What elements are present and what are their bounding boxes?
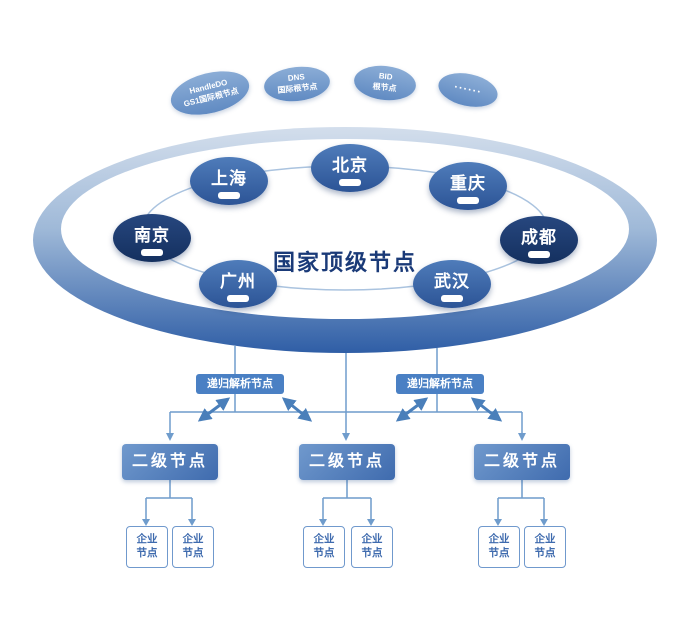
enterprise-node-3: 企业 节点	[303, 526, 345, 568]
city-label: 南京	[134, 225, 170, 245]
recursive-node-left: 递归解析节点	[196, 374, 284, 394]
city-label: 北京	[332, 155, 368, 175]
connector-arrowheads	[166, 433, 526, 441]
server-badge-icon	[339, 178, 361, 186]
server-badge-icon	[528, 250, 550, 258]
enterprise-node-6: 企业 节点	[524, 526, 566, 568]
city-label: 武汉	[434, 271, 470, 291]
server-badge-icon	[441, 294, 463, 302]
enterprise-node-5: 企业 节点	[478, 526, 520, 568]
city-node-shanghai: 上海	[190, 157, 268, 205]
server-badge-icon	[227, 294, 249, 302]
city-label: 上海	[211, 168, 247, 188]
city-node-nanjing: 南京	[113, 214, 191, 262]
city-node-chongqing: 重庆	[429, 162, 507, 210]
city-node-chengdu: 成都	[500, 216, 578, 264]
national-top-node-title: 国家顶级节点	[272, 250, 417, 275]
city-node-wuhan: 武汉	[413, 260, 491, 308]
server-badge-icon	[218, 191, 240, 199]
recursive-node-right: 递归解析节点	[396, 374, 484, 394]
enterprise-node-2: 企业 节点	[172, 526, 214, 568]
server-badge-icon	[141, 248, 163, 256]
second-level-node-3: 二级节点	[474, 444, 570, 480]
city-label: 成都	[521, 227, 557, 247]
bidirectional-arrows	[197, 397, 503, 422]
city-node-beijing: 北京	[311, 144, 389, 192]
enterprise-connectors	[145, 480, 545, 520]
second-level-node-1: 二级节点	[122, 444, 218, 480]
enterprise-node-1: 企业 节点	[126, 526, 168, 568]
city-label: 广州	[220, 271, 256, 291]
second-level-node-2: 二级节点	[299, 444, 395, 480]
intl-node-label: ······	[453, 80, 484, 99]
enterprise-arrowheads	[142, 519, 548, 526]
server-badge-icon	[457, 196, 479, 204]
city-label: 重庆	[450, 173, 486, 193]
city-node-guangzhou: 广州	[199, 260, 277, 308]
enterprise-node-4: 企业 节点	[351, 526, 393, 568]
